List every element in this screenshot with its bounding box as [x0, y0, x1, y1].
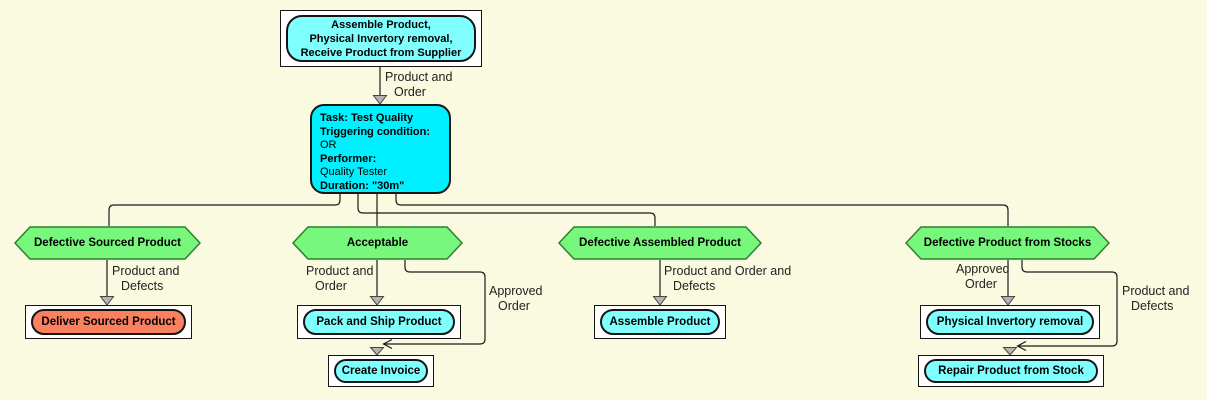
edge-label-approved-order: Approved Order: [489, 284, 543, 313]
edge-label-product-and-order: Product and Order: [385, 70, 453, 99]
task-pill: Deliver Sourced Product: [31, 309, 186, 335]
source-line-1: Assemble Product,: [331, 18, 431, 31]
arrowhead-icon: [99, 296, 115, 306]
task-pill: Assemble Product: [600, 309, 720, 335]
source-line-2: Physical Invertory removal,: [309, 32, 453, 45]
hexagon-shape: [558, 226, 762, 260]
edge-label-approved-order: Approved Order: [956, 262, 1010, 291]
edge-label-product-order-defects: Product and Order and Defects: [664, 264, 792, 293]
edge-label-product-and-defects: Product and Defects: [1122, 284, 1190, 313]
task-title: Task: Test Quality: [320, 112, 414, 124]
edge-approved-order-to-invoice: [384, 260, 486, 345]
node-create-invoice[interactable]: Create Invoice: [328, 355, 434, 387]
node-source-tasks[interactable]: Assemble Product, Physical Invertory rem…: [280, 10, 482, 67]
node-physical-invertory-removal[interactable]: Physical Invertory removal: [920, 305, 1100, 339]
open-arrowhead-icon: [382, 338, 393, 350]
hexagon-defective-product-from-stocks[interactable]: Defective Product from Stocks: [905, 226, 1110, 260]
edge-task-to-hex1: [108, 194, 341, 226]
arrowhead-icon: [652, 296, 668, 306]
task-duration: Duration: "30m": [320, 179, 405, 192]
arrowhead-icon: [369, 347, 385, 356]
hexagon-defective-assembled-product[interactable]: Defective Assembled Product: [558, 226, 762, 260]
open-arrowhead-icon: [1016, 340, 1027, 352]
task-trigger-value: OR: [320, 139, 337, 151]
node-repair-product-from-stock[interactable]: Repair Product from Stock: [918, 355, 1104, 387]
node-deliver-sourced-product[interactable]: Deliver Sourced Product: [25, 305, 192, 339]
task-performer-value: Quality Tester: [320, 166, 388, 178]
hexagon-shape: [905, 226, 1110, 260]
task-pill: Physical Invertory removal: [926, 309, 1094, 335]
edge-label-product-and-order: Product and Order: [306, 264, 374, 293]
arrowhead-icon: [1002, 347, 1018, 356]
hexagon-shape: [14, 226, 201, 260]
task-performer-label: Performer:: [320, 152, 377, 165]
source-line-3: Receive Product from Supplier: [300, 46, 462, 59]
arrowhead-icon: [369, 296, 385, 306]
edge-label-product-and-defects: Product and Defects: [112, 264, 180, 293]
node-assemble-product[interactable]: Assemble Product: [594, 305, 726, 339]
hexagon-shape: [292, 226, 463, 260]
task-pill: Repair Product from Stock: [924, 359, 1098, 383]
arrowhead-icon: [1000, 296, 1016, 306]
task-pill: Pack and Ship Product: [303, 309, 455, 335]
hexagon-acceptable[interactable]: Acceptable: [292, 226, 463, 260]
edge-product-defects-to-repair: [1018, 260, 1118, 347]
task-pill: Create Invoice: [334, 359, 428, 383]
arrowhead-icon: [372, 95, 388, 105]
edge-task-to-hex4: [395, 194, 1009, 226]
hexagon-label: Acceptable: [346, 237, 409, 249]
hexagon-label: Defective Assembled Product: [579, 237, 741, 249]
task-trigger-label: Triggering condition:: [320, 125, 430, 138]
node-task-test-quality[interactable]: Task: Test Quality Triggering condition:…: [310, 104, 451, 194]
edge-task-to-hex3: [357, 194, 656, 226]
hexagon-defective-sourced-product[interactable]: Defective Sourced Product: [14, 226, 201, 260]
node-pack-and-ship-product[interactable]: Pack and Ship Product: [297, 305, 461, 339]
hexagon-label: Defective Sourced Product: [34, 237, 181, 249]
hexagon-label: Defective Product from Stocks: [923, 237, 1092, 249]
source-tasks-pill: Assemble Product, Physical Invertory rem…: [286, 15, 476, 62]
